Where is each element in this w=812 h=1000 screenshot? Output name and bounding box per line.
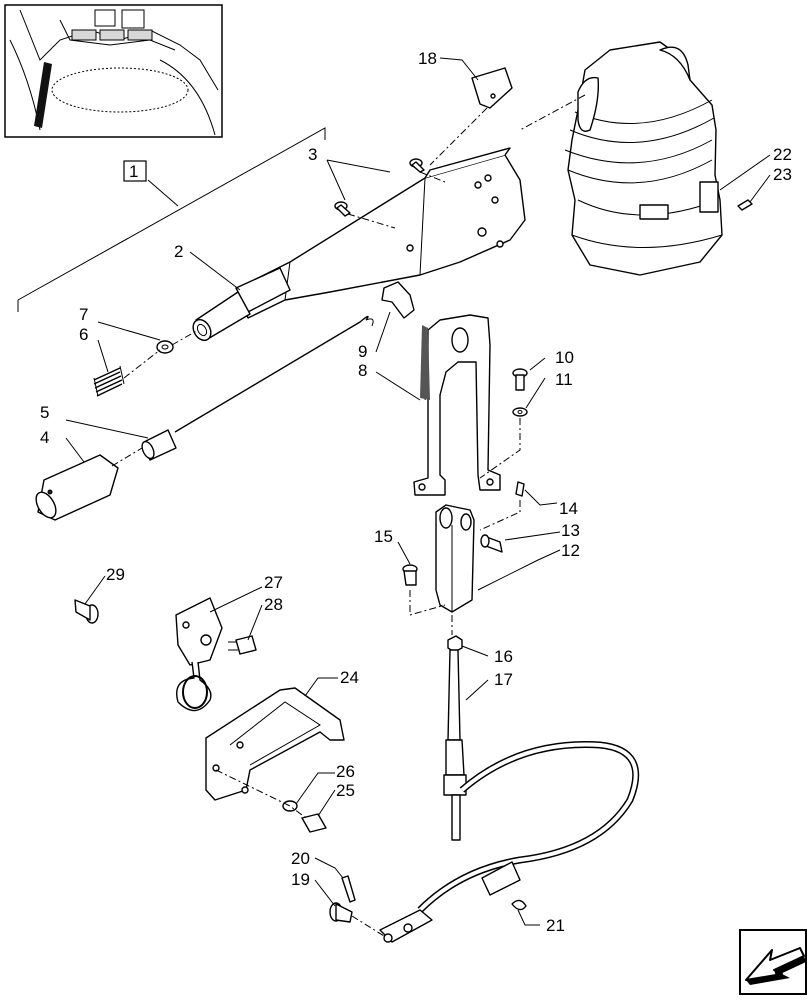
washer-7 <box>156 340 174 354</box>
label-11: 11 <box>555 370 573 389</box>
label-6: 6 <box>79 325 88 344</box>
label-10: 10 <box>555 348 574 367</box>
screw-3b <box>334 201 351 217</box>
split-pin-20 <box>341 875 356 903</box>
handbrake-lever <box>192 147 526 342</box>
screw-3a <box>409 158 425 173</box>
back-arrow-button[interactable] <box>739 929 807 995</box>
label-27: 27 <box>264 573 283 592</box>
washer-11 <box>512 407 528 417</box>
nut-16 <box>447 635 463 653</box>
label-15: 15 <box>374 527 393 546</box>
label-19: 19 <box>291 870 310 889</box>
lever-boot <box>564 41 723 276</box>
washer-26 <box>282 800 298 812</box>
clip-21 <box>511 899 527 911</box>
label-23: 23 <box>773 165 792 184</box>
label-8: 8 <box>358 361 367 380</box>
label-20: 20 <box>291 849 310 868</box>
label-5: 5 <box>40 403 49 422</box>
release-rod <box>141 315 374 461</box>
cover-plate-18 <box>471 67 513 109</box>
push-button-4 <box>35 454 119 521</box>
leader-lines <box>65 57 771 926</box>
cable-17 <box>379 649 640 943</box>
label-7: 7 <box>79 305 88 324</box>
pin-13 <box>480 534 503 553</box>
back-arrow-icon <box>745 947 806 985</box>
bolt-19 <box>329 902 353 923</box>
eye-bracket-27 <box>175 597 223 712</box>
bolt-29 <box>74 599 99 624</box>
label-3: 3 <box>308 145 317 164</box>
label-25: 25 <box>336 781 355 800</box>
label-24: 24 <box>340 668 359 687</box>
label-2: 2 <box>174 242 183 261</box>
bolt-15 <box>402 564 418 586</box>
label-16: 16 <box>494 647 513 666</box>
label-9: 9 <box>358 342 367 361</box>
label-13: 13 <box>561 521 580 540</box>
screw-23 <box>737 199 753 211</box>
label-12: 12 <box>561 541 580 560</box>
label-28: 28 <box>264 595 283 614</box>
screw-28 <box>228 635 257 655</box>
label-26: 26 <box>336 762 355 781</box>
label-17: 17 <box>494 670 513 689</box>
label-29: 29 <box>106 565 125 584</box>
split-pin-14 <box>515 481 525 497</box>
mount-bracket-24 <box>205 687 345 801</box>
label-22: 22 <box>773 145 792 164</box>
label-1: 1 <box>129 162 138 181</box>
clip-9 <box>381 281 415 319</box>
label-14: 14 <box>559 499 578 518</box>
label-4: 4 <box>40 428 49 447</box>
assembly-bracket <box>17 127 326 312</box>
clevis-12 <box>435 504 475 613</box>
spring-6 <box>93 365 125 397</box>
label-18: 18 <box>418 49 437 68</box>
locator-inset <box>4 4 223 138</box>
ratchet-sector <box>413 314 501 496</box>
bolt-10 <box>512 368 528 391</box>
part-labels: 1 2 3 4 5 6 7 8 9 10 11 12 13 14 15 16 1… <box>40 49 792 935</box>
screw-25 <box>301 813 327 833</box>
label-21: 21 <box>546 916 565 935</box>
